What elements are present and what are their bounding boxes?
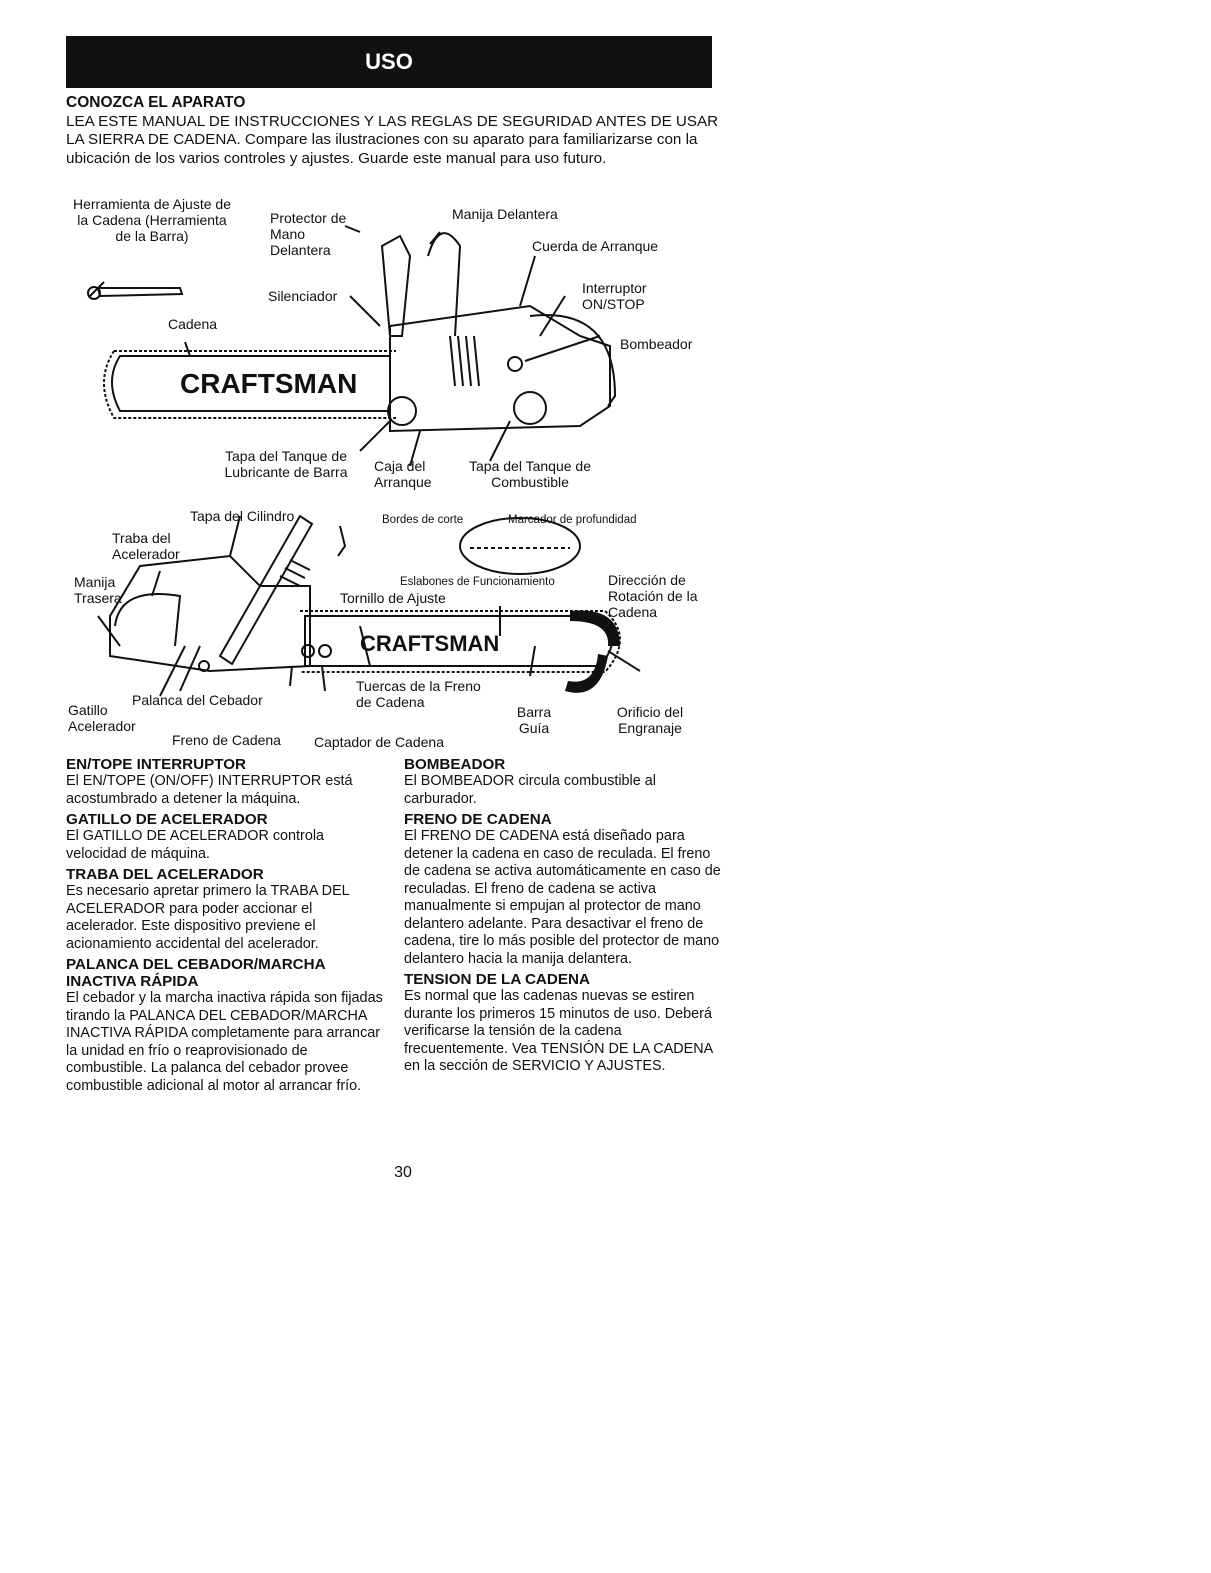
- section-title: GATILLO DE ACELERADOR: [66, 811, 268, 828]
- bottom-front-handle: [218, 514, 314, 666]
- section-body: El FRENO DE CADENA está diseñado para de…: [404, 828, 721, 967]
- section-title: USO: [365, 49, 413, 74]
- intro-section: CONOZCA EL APARATO LEA ESTE MANUAL DE IN…: [66, 94, 720, 168]
- intro-heading: CONOZCA EL APARATO: [66, 94, 246, 111]
- label-cylinder-cover: Tapa del Cilindro: [190, 508, 295, 524]
- brand-top: CRAFTSMAN: [180, 368, 357, 399]
- section-title: PALANCA DEL CEBADOR/MARCHA INACTIVA RÁPI…: [66, 956, 326, 990]
- section-title: FRENO DE CADENA: [404, 811, 552, 828]
- section-body: Es normal que las cadenas nuevas se esti…: [404, 988, 713, 1074]
- top-hand-guard: [380, 234, 412, 337]
- label-starter-housing: Caja del Arranque: [374, 458, 432, 490]
- label-chain-catcher: Captador de Cadena: [314, 734, 444, 750]
- label-sprocket-hole: Orificio del Engranaje: [616, 704, 684, 736]
- right-column: BOMBEADOR El BOMBEADOR circula combustib…: [404, 756, 722, 1079]
- intro-text: LEA ESTE MANUAL DE INSTRUCCIONES Y LAS R…: [66, 112, 719, 167]
- label-depth-gauge: Marcador de profundidad: [508, 514, 637, 526]
- bottom-cooling-fins: [279, 559, 311, 587]
- section-body: El GATILLO DE ACELERADOR controla veloci…: [66, 828, 325, 862]
- top-front-handle: [427, 232, 462, 337]
- section-body: El cebador y la marcha inactiva rápida s…: [66, 990, 383, 1094]
- top-oil-cap: [387, 396, 417, 426]
- label-hand-guard: Protector de Mano Delantera: [270, 210, 347, 258]
- label-guide-bar: Barra Guía: [516, 704, 552, 736]
- section-banner: USO: [66, 36, 712, 88]
- label-adjust-tool: Herramienta de Ajuste de la Cadena (Herr…: [73, 196, 231, 244]
- label-rotation: Dirección de Rotación de la Cadena: [608, 572, 698, 620]
- label-switch: Interruptor ON/STOP: [582, 280, 647, 312]
- left-column: EN/TOPE INTERRUPTOR El EN/TOPE (ON/OFF) …: [66, 756, 384, 1098]
- label-front-handle: Manija Delantera: [452, 206, 558, 222]
- section-title: BOMBEADOR: [404, 756, 506, 773]
- label-rear-handle: Manija Trasera: [74, 574, 122, 606]
- label-oil-cap: Tapa del Tanque de Lubricante de Barra: [224, 448, 348, 480]
- adjust-tool: [89, 281, 184, 298]
- chain-brake-pivot: [198, 660, 210, 672]
- label-muffler: Silenciador: [268, 288, 338, 304]
- page-number: 30: [394, 1164, 412, 1181]
- label-choke: Palanca del Cebador: [132, 692, 263, 708]
- label-trigger: Gatillo Acelerador: [68, 702, 136, 734]
- label-chain: Cadena: [168, 316, 218, 332]
- rotation-arrow-bottom: [565, 654, 608, 693]
- top-rear-handle: [529, 314, 617, 407]
- label-bar-nuts: Tuercas de la Freno de Cadena: [356, 678, 481, 710]
- label-chain-brake: Freno de Cadena: [172, 732, 281, 748]
- section-title: EN/TOPE INTERRUPTOR: [66, 756, 247, 773]
- top-chain: [103, 350, 396, 419]
- section-body: El BOMBEADOR circula combustible al carb…: [404, 773, 656, 807]
- chainsaw-diagram: CRAFTSMAN CRAFTSMAN Herramienta de Ajust…: [60, 196, 720, 752]
- section-title: TRABA DEL ACELERADOR: [66, 866, 264, 883]
- label-adjust-screw: Tornillo de Ajuste: [340, 590, 446, 606]
- label-starter-rope: Cuerda de Arranque: [532, 238, 659, 254]
- bottom-powerhead: [109, 554, 311, 673]
- top-fuel-cap: [513, 391, 547, 425]
- label-drive-links: Eslabones de Funcionamiento: [400, 576, 555, 588]
- section-title: TENSION DE LA CADENA: [404, 971, 590, 988]
- section-body: Es necesario apretar primero la TRABA DE…: [66, 883, 350, 952]
- section-body: El EN/TOPE (ON/OFF) INTERRUPTOR está aco…: [66, 773, 353, 807]
- top-cooling-fins: [449, 335, 480, 387]
- bottom-chain: [300, 610, 621, 673]
- label-primer: Bombeador: [620, 336, 693, 352]
- chainsaw-illustration: CRAFTSMAN CRAFTSMAN: [87, 225, 641, 697]
- label-cutting-edges: Bordes de corte: [382, 514, 464, 526]
- bottom-hand-guard: [337, 525, 347, 557]
- brand-bottom: CRAFTSMAN: [360, 631, 499, 656]
- label-fuel-cap: Tapa del Tanque de Combustible: [469, 458, 591, 490]
- top-powerhead: [389, 304, 611, 433]
- bottom-rear-handle: [114, 593, 182, 647]
- top-primer: [507, 356, 523, 372]
- top-guide-bar: [111, 355, 391, 412]
- label-throttle-lockout: Traba del Acelerador: [112, 530, 180, 562]
- rotation-arrow-top: [570, 610, 620, 646]
- chain-detail: [459, 517, 581, 575]
